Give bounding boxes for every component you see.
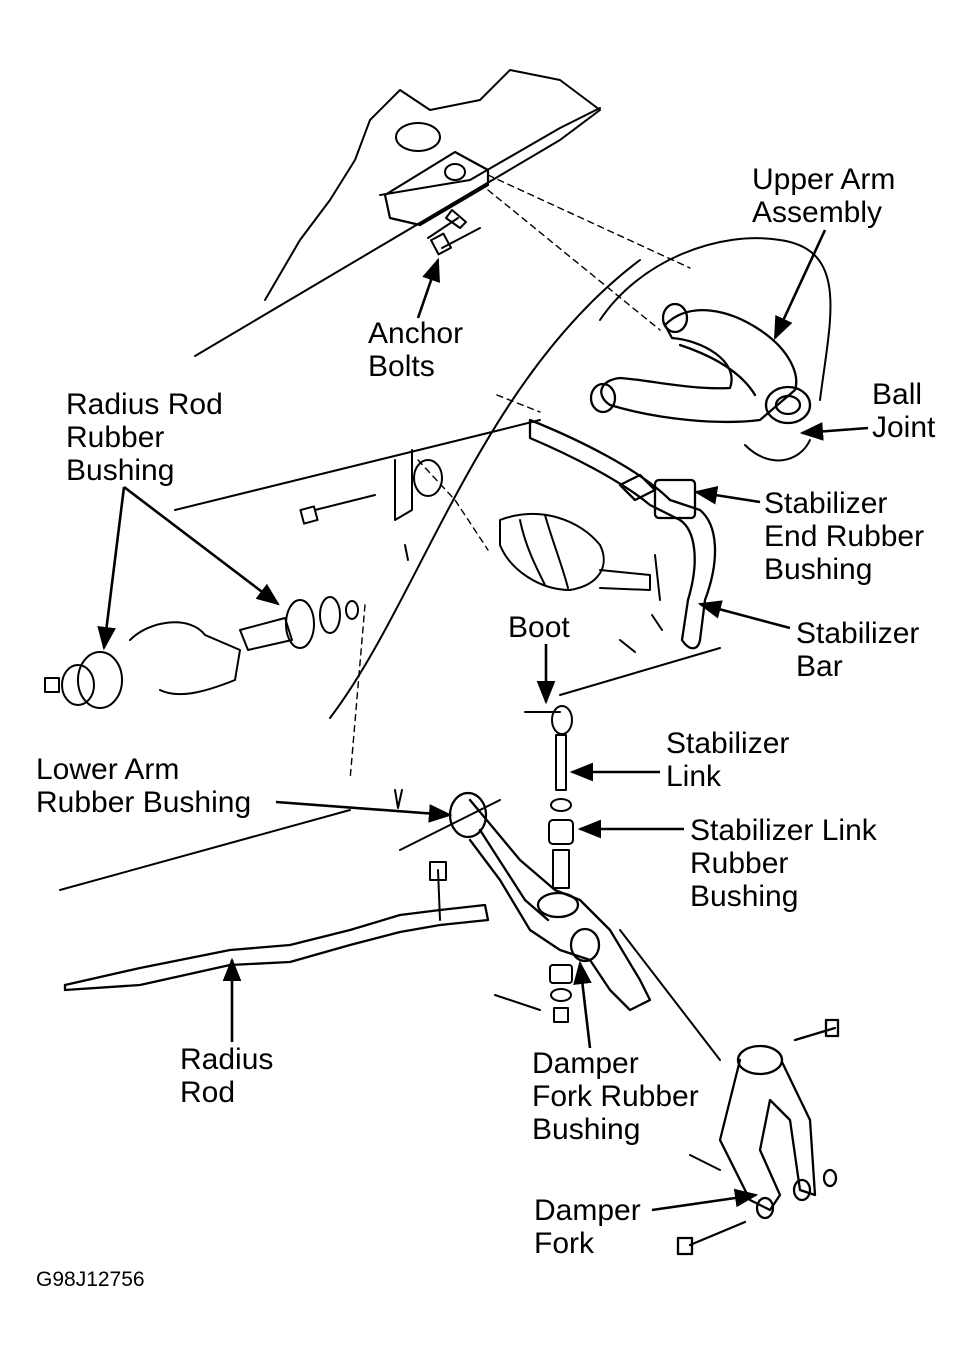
upper-arm-assembly	[589, 302, 812, 425]
leader-radius-rod-bushing-2	[123, 485, 280, 606]
label-stabilizer-end-rubber-bushing: Stabilizer End Rubber Bushing	[764, 487, 925, 586]
label-boot: Boot	[508, 611, 570, 644]
label-lower-arm-rubber-bushing: Lower Arm Rubber Bushing	[36, 753, 252, 819]
leader-lower-arm-bushing	[275, 800, 453, 823]
label-stabilizer-link-rubber-bushing: Stabilizer Link Rubber Bushing	[690, 814, 877, 913]
label-stabilizer-link: Stabilizer Link	[666, 727, 790, 793]
radius-rod-bushing-parts	[44, 596, 359, 709]
radius-rod	[63, 903, 490, 992]
frame-outline	[379, 107, 601, 196]
leader-damper-fork-bushing	[573, 960, 592, 1049]
leader-radius-rod-bushing-1	[97, 486, 126, 651]
label-ball-joint: Ball Joint	[872, 378, 936, 444]
label-anchor-bolts: Anchor Bolts	[368, 317, 464, 383]
leader-damper-fork	[651, 1188, 759, 1212]
figure-code: G98J12756	[36, 1268, 145, 1291]
body-frame	[194, 69, 601, 357]
label-damper-fork-rubber-bushing: Damper Fork Rubber Bushing	[532, 1047, 699, 1146]
leader-stab-bar	[697, 600, 791, 630]
stabilizer-link	[524, 705, 574, 1023]
damper-fork	[676, 1018, 840, 1256]
leader-anchor-bolts	[416, 257, 440, 319]
anchor-bolt-1	[427, 209, 467, 239]
anchor-bracket	[383, 150, 490, 227]
leader-stab-end-bushing	[693, 486, 761, 505]
drive-shaft-boot	[499, 513, 651, 591]
label-radius-rod-rubber-bushing: Radius Rod Rubber Bushing	[66, 388, 223, 487]
label-radius-rod: Radius Rod	[180, 1043, 274, 1109]
label-damper-fork: Damper Fork	[534, 1194, 641, 1260]
leader-ball-joint	[799, 422, 869, 441]
label-upper-arm-assembly: Upper Arm Assembly	[752, 163, 896, 229]
wheelhouse-arc	[599, 237, 832, 401]
anchor-bolt-2	[430, 227, 481, 256]
leader-upper-arm	[773, 229, 827, 341]
label-stabilizer-bar: Stabilizer Bar	[796, 617, 920, 683]
